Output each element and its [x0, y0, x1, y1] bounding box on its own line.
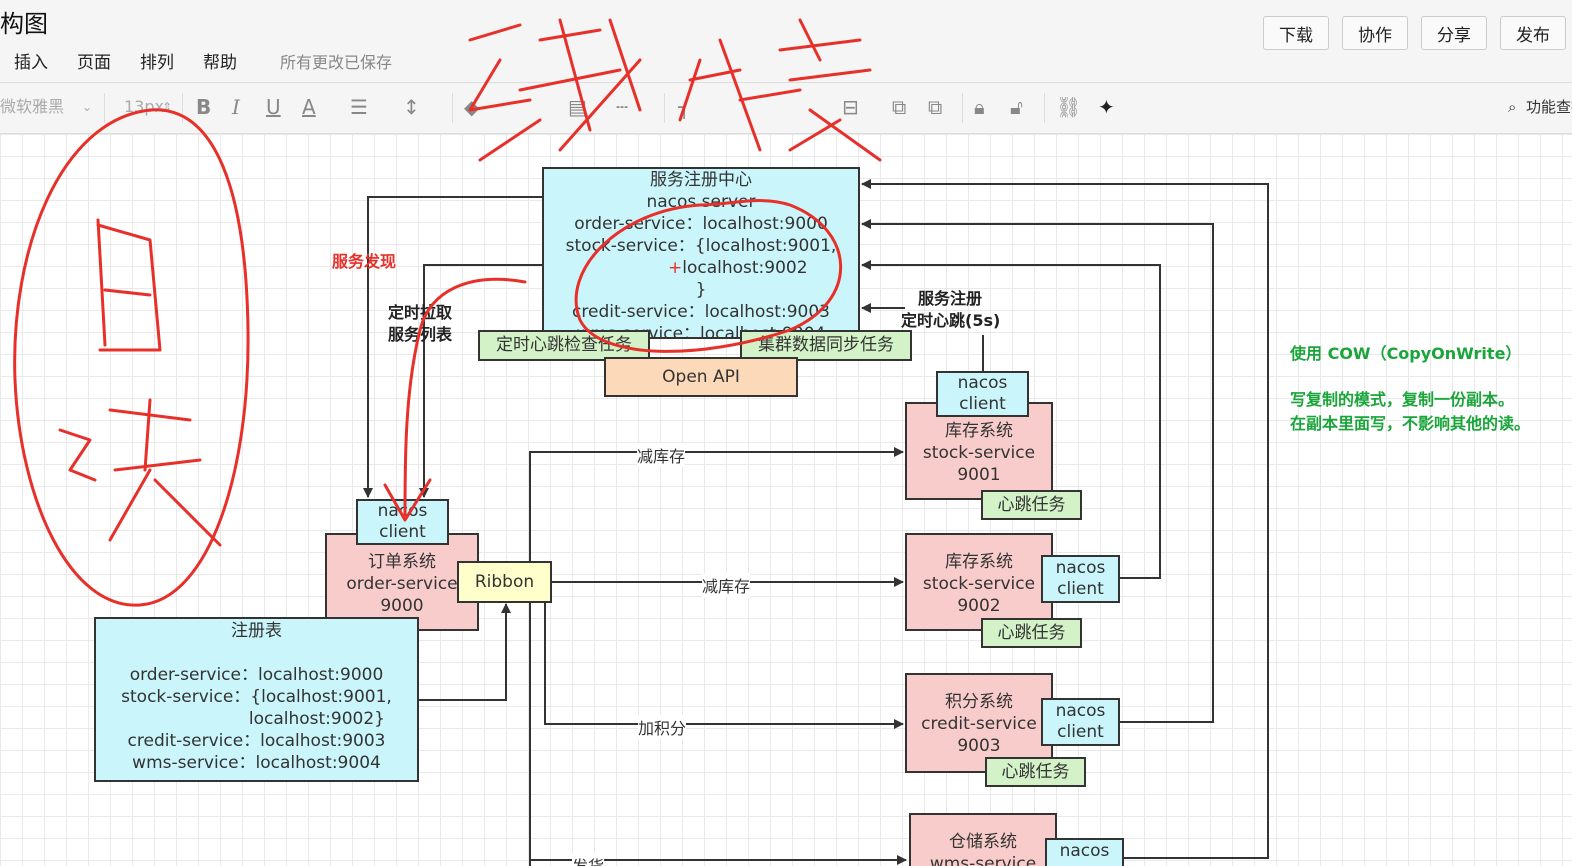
order-service: order-service — [346, 574, 458, 594]
open-api-box[interactable]: Open API — [604, 357, 798, 397]
stock1-heartbeat-task[interactable]: 心跳任务 — [981, 490, 1082, 520]
download-button[interactable]: 下载 — [1263, 16, 1329, 50]
ribbon-box[interactable]: Ribbon — [457, 561, 552, 603]
format-toolbar: 微软雅黑 ⌄ 13px ⇕ B I U A ☰ ↕ ◆ ▤ ┄ ┐ ⊟ ⧉ ⧉ … — [0, 83, 1572, 134]
stock2-nacos-client[interactable]: nacos client — [1041, 555, 1120, 603]
wms-nacos-client[interactable]: nacos — [1045, 838, 1124, 866]
lock-icon[interactable]: 🔒︎ — [974, 95, 985, 119]
search-icon[interactable]: ⌕ — [1508, 98, 1517, 116]
underline-button[interactable]: U — [266, 95, 281, 119]
toolbar-divider — [104, 93, 105, 123]
line-style-icon[interactable]: ▤ — [568, 95, 587, 119]
chevron-down-icon[interactable]: ⌄ — [82, 100, 93, 114]
bring-front-icon[interactable]: ⧉ — [892, 95, 907, 119]
order-system-box[interactable]: 订单系统 order-service 9000 — [325, 533, 479, 631]
order-nacos-client[interactable]: nacos client — [356, 499, 449, 545]
register-label: 服务注册 — [918, 289, 983, 308]
registry-line: wms-service：localhost:9004 — [132, 753, 381, 773]
menu-help[interactable]: 帮助 — [203, 53, 237, 73]
pull-list-label: 服务列表 — [388, 325, 453, 344]
edge-label-ship: 发货 — [572, 853, 605, 866]
server-line: stock-service：{localhost:9001, — [565, 236, 837, 256]
edge-label-reduce-stock: 减库存 — [702, 573, 751, 597]
nacos-server-box[interactable]: 服务注册中心 nacos server order-service：localh… — [542, 167, 860, 339]
registry-line: localhost:9002} — [248, 709, 385, 729]
collaborate-button[interactable]: 协作 — [1342, 16, 1408, 50]
dash-style-icon[interactable]: ┄ — [616, 95, 629, 119]
stock-system-9002-box[interactable]: 库存系统 stock-service 9002 — [905, 533, 1053, 631]
link-icon[interactable]: ⛓ — [1056, 95, 1082, 119]
order-port: 9000 — [380, 596, 424, 616]
stock-system-9001-box[interactable]: 库存系统 stock-service 9001 — [905, 402, 1053, 500]
bold-button[interactable]: B — [196, 95, 212, 119]
font-color-button[interactable]: A — [302, 95, 316, 119]
menu-arrange[interactable]: 排列 — [140, 53, 174, 73]
align-icon[interactable]: ☰ — [350, 95, 368, 119]
heartbeat-label: 定时心跳(5s) — [901, 311, 1001, 330]
italic-button[interactable]: I — [232, 95, 240, 119]
top-bar: 构图 插入 页面 排列 帮助 所有更改已保存 下载 协作 分享 发布 — [0, 0, 1572, 83]
toolbar-divider — [452, 93, 453, 123]
cow-note: 使用 COW（CopyOnWrite） 写复制的模式，复制一份副本。 在副本里面… — [1290, 342, 1530, 436]
font-family-select[interactable]: 微软雅黑 — [0, 97, 65, 116]
menu-page[interactable]: 页面 — [77, 53, 111, 73]
pull-list-label: 定时拉取 — [388, 303, 453, 322]
registry-title: 注册表 — [231, 621, 282, 641]
edge-label-reduce-stock: 减库存 — [637, 443, 686, 467]
server-line: +localhost:9002 — [668, 258, 808, 278]
wms-system-box[interactable]: 仓储系统 wms-service — [909, 813, 1057, 866]
save-status: 所有更改已保存 — [280, 53, 393, 72]
registry-line: credit-service：localhost:9003 — [127, 731, 386, 751]
server-line: order-service：localhost:9000 — [574, 214, 828, 234]
font-size-input[interactable]: 13px — [124, 97, 164, 116]
align-shapes-icon[interactable]: ⊟ — [842, 95, 859, 119]
fill-color-icon[interactable]: ◆ — [464, 95, 480, 119]
toolbar-divider — [962, 93, 963, 123]
document-title[interactable]: 构图 — [0, 10, 48, 38]
share-button[interactable]: 分享 — [1421, 16, 1487, 50]
credit-heartbeat-task[interactable]: 心跳任务 — [985, 757, 1086, 787]
credit-nacos-client[interactable]: nacos client — [1041, 698, 1120, 746]
server-title: 服务注册中心 — [650, 170, 752, 190]
toolbar-divider — [664, 93, 665, 123]
cow-note-line: 使用 COW（CopyOnWrite） — [1290, 344, 1522, 363]
registry-table-box[interactable]: 注册表 order-service：localhost:9000 stock-s… — [94, 617, 419, 782]
cow-note-line: 在副本里面写，不影响其他的读。 — [1290, 414, 1531, 433]
send-back-icon[interactable]: ⧉ — [928, 95, 943, 119]
unlock-icon[interactable]: 🔓︎ — [1010, 95, 1023, 119]
cow-note-line: 写复制的模式，复制一份副本。 — [1290, 390, 1515, 409]
toolbar-divider — [182, 93, 183, 123]
server-line: credit-service：localhost:9003 — [572, 302, 830, 322]
connector-icon[interactable]: ┐ — [678, 95, 691, 119]
publish-button[interactable]: 发布 — [1500, 16, 1566, 50]
feature-search-button[interactable]: 功能查找 — [1526, 98, 1572, 116]
server-line: } — [695, 280, 707, 300]
credit-system-box[interactable]: 积分系统 credit-service 9003 — [905, 673, 1053, 773]
line-spacing-icon[interactable]: ↕ — [403, 95, 420, 119]
server-subtitle: nacos server — [646, 192, 756, 212]
registry-line: order-service：localhost:9000 — [129, 665, 384, 685]
edge-label-add-points: 加积分 — [638, 715, 687, 739]
toolbar-divider — [1044, 93, 1045, 123]
service-discovery-label: 服务发现 — [332, 252, 397, 271]
magic-wand-icon[interactable]: ✦ — [1098, 95, 1115, 119]
menu-insert[interactable]: 插入 — [14, 53, 48, 73]
order-title: 订单系统 — [368, 552, 436, 572]
stock2-heartbeat-task[interactable]: 心跳任务 — [981, 618, 1082, 648]
stepper-icon[interactable]: ⇕ — [162, 100, 173, 114]
registry-line: stock-service：{localhost:9001, — [121, 687, 392, 707]
stock1-nacos-client[interactable]: nacos client — [936, 371, 1029, 417]
